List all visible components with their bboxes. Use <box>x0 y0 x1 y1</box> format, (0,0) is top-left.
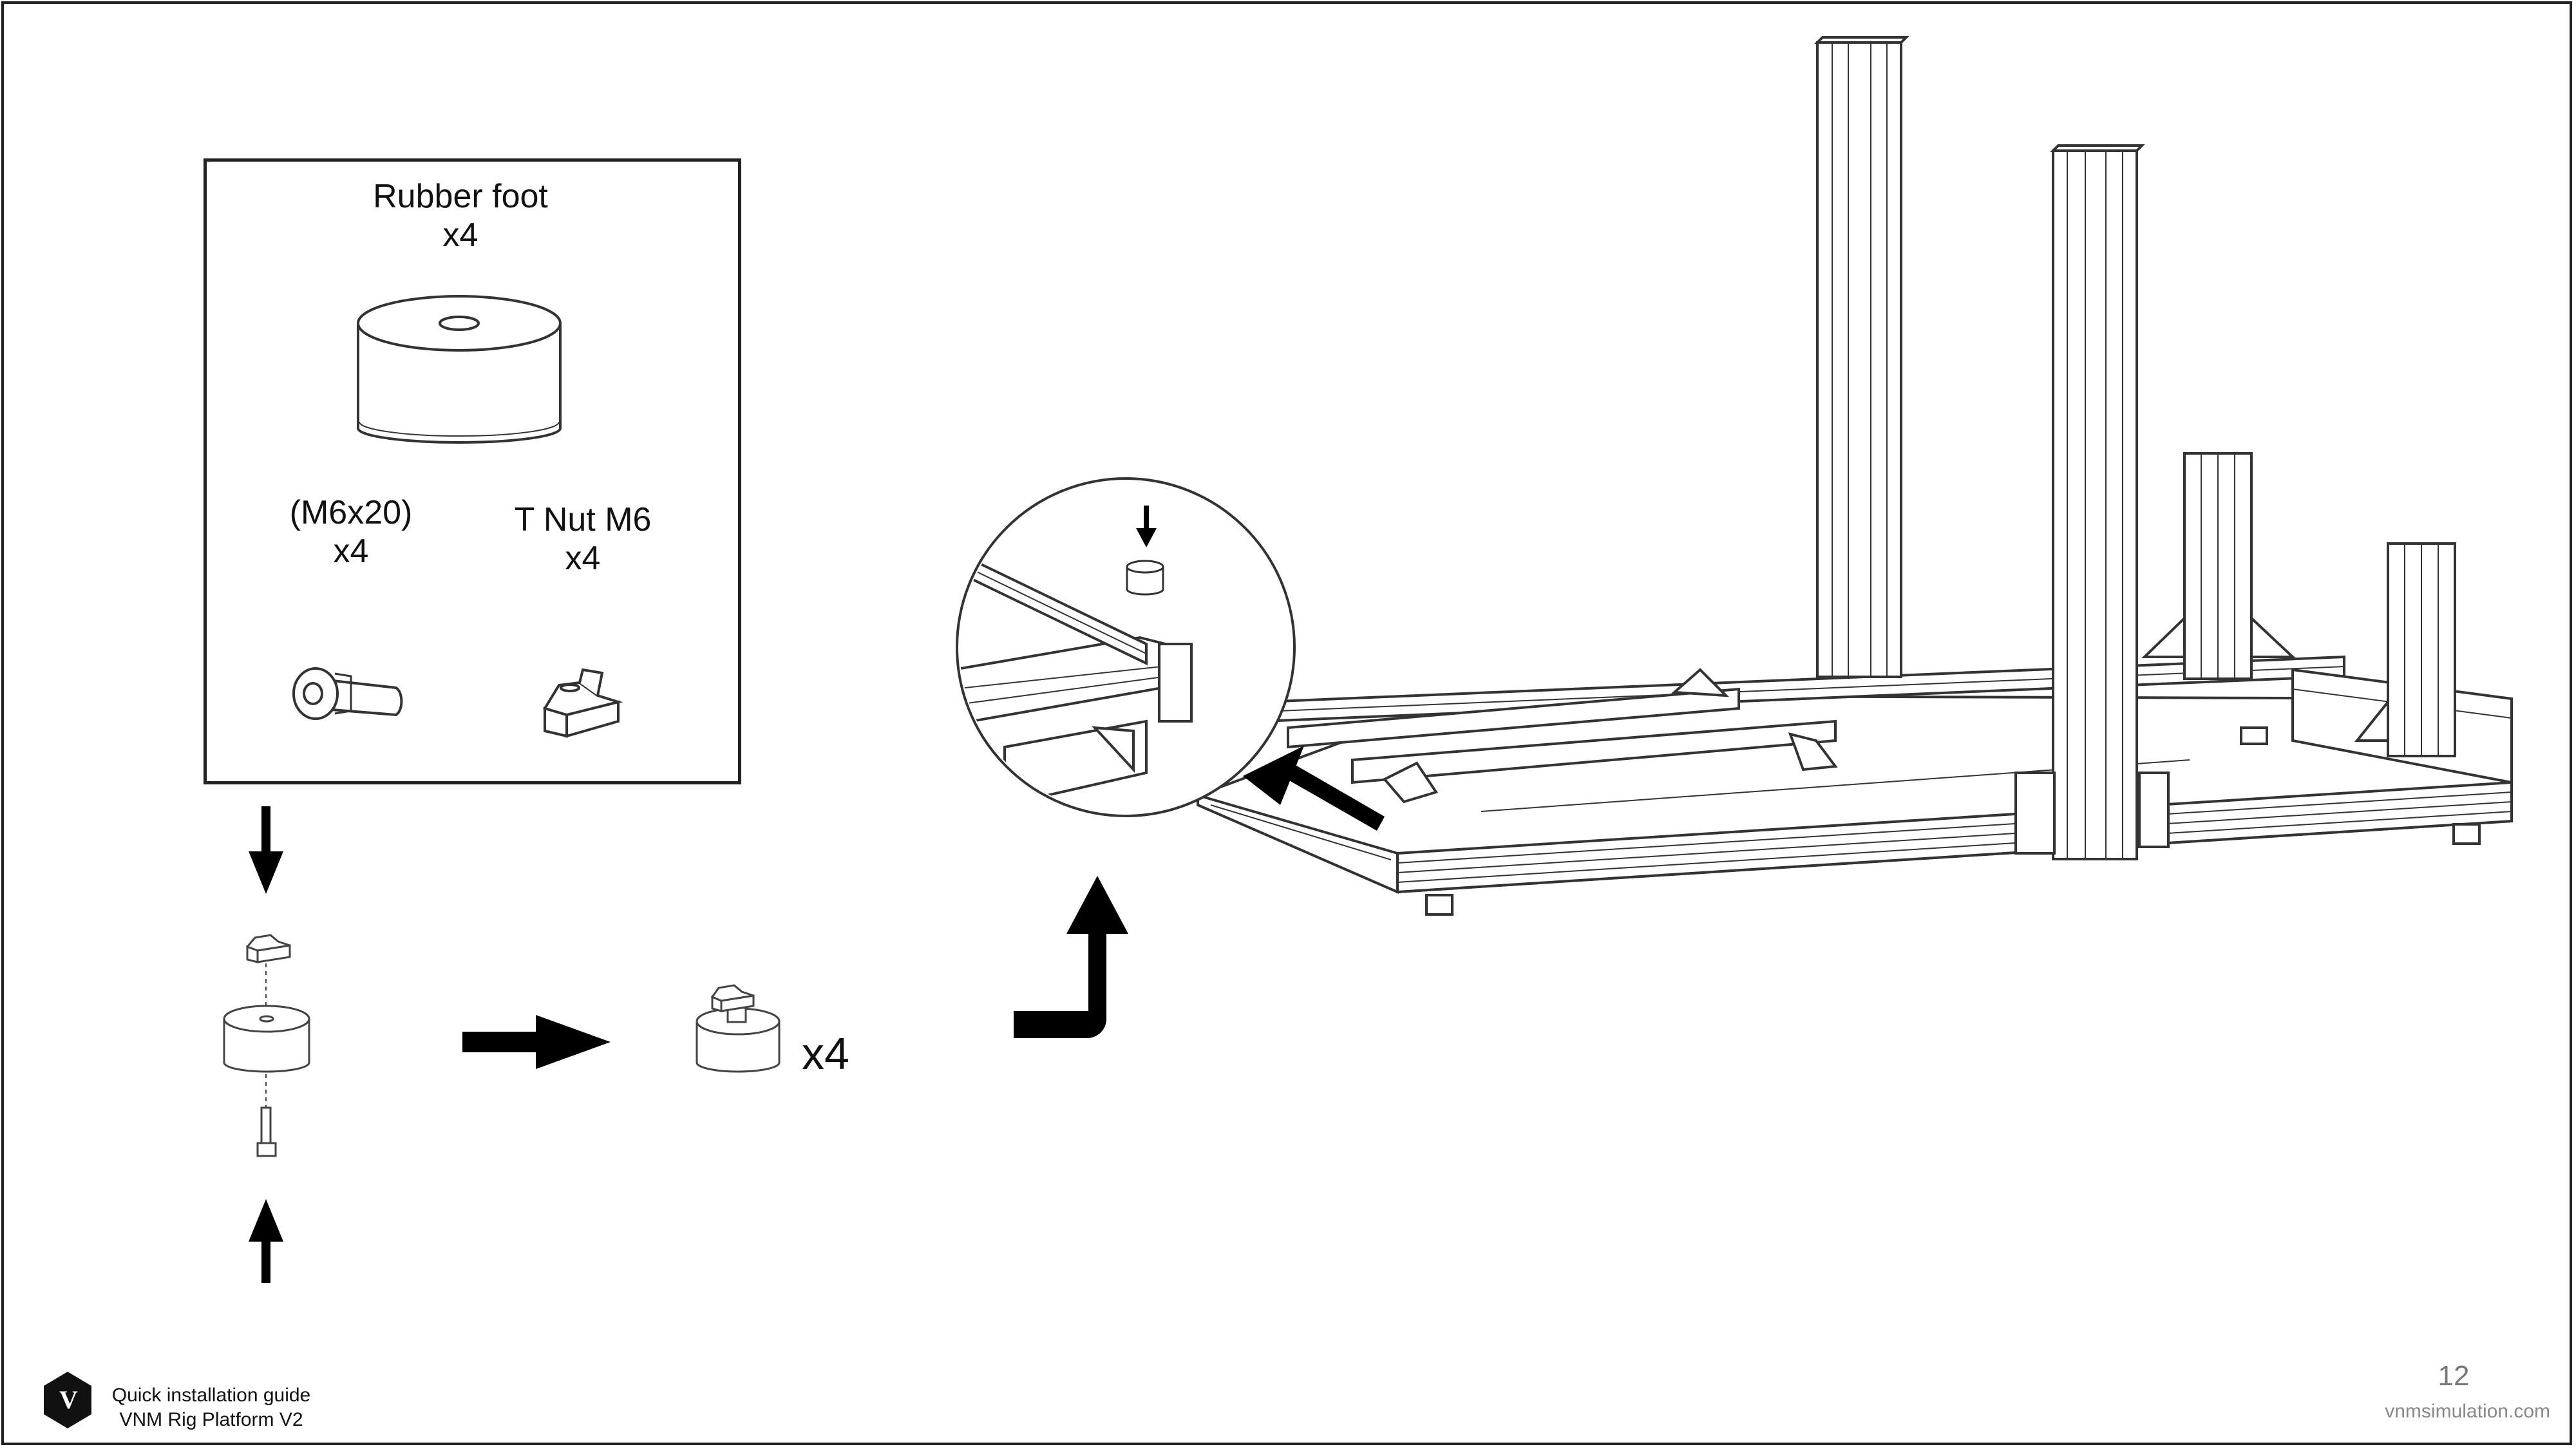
footer-guide-title: Quick installation guide VNM Rig Platfor… <box>108 1383 314 1432</box>
arrow-right-icon <box>462 1015 611 1069</box>
arrow-down-icon <box>1136 506 1157 547</box>
bolt-name: (M6x20) <box>289 494 413 531</box>
tnut-drawing <box>542 668 623 738</box>
arrow-bend-up-icon <box>1014 876 1128 1038</box>
tnut-qty: x4 <box>565 540 601 577</box>
rubber-foot-name: Rubber foot <box>373 178 548 215</box>
footer-line-1: Quick installation guide <box>111 1385 311 1406</box>
logo-icon <box>44 1372 91 1428</box>
bolt-label: (M6x20) x4 <box>258 493 444 571</box>
zoom-detail-circle <box>956 477 1296 817</box>
bolt-qty: x4 <box>333 533 369 570</box>
footer-line-2: VNM Rig Platform V2 <box>119 1409 303 1430</box>
assembled-foot-drawing <box>696 984 781 1073</box>
arrow-diagonal-icon <box>1243 746 1385 831</box>
tnut-name: T Nut M6 <box>514 501 652 538</box>
parts-list-box <box>204 158 741 784</box>
rig-frame-drawing <box>1197 36 2514 916</box>
arrow-down-icon <box>249 806 283 894</box>
assembly-qty: x4 <box>802 1028 849 1079</box>
rubber-foot-drawing <box>357 295 562 444</box>
arrow-up-icon <box>249 1199 283 1283</box>
rubber-foot-qty: x4 <box>442 216 478 254</box>
rubber-foot-label: Rubber foot x4 <box>370 177 551 254</box>
logo-letter: V <box>59 1385 78 1414</box>
website-link: vnmsimulation.com <box>2385 1401 2550 1422</box>
page-number: 12 <box>2438 1360 2470 1392</box>
tnut-label: T Nut M6 x4 <box>489 500 676 578</box>
exploded-assembly-drawing <box>223 934 310 1157</box>
bolt-drawing <box>292 667 403 720</box>
